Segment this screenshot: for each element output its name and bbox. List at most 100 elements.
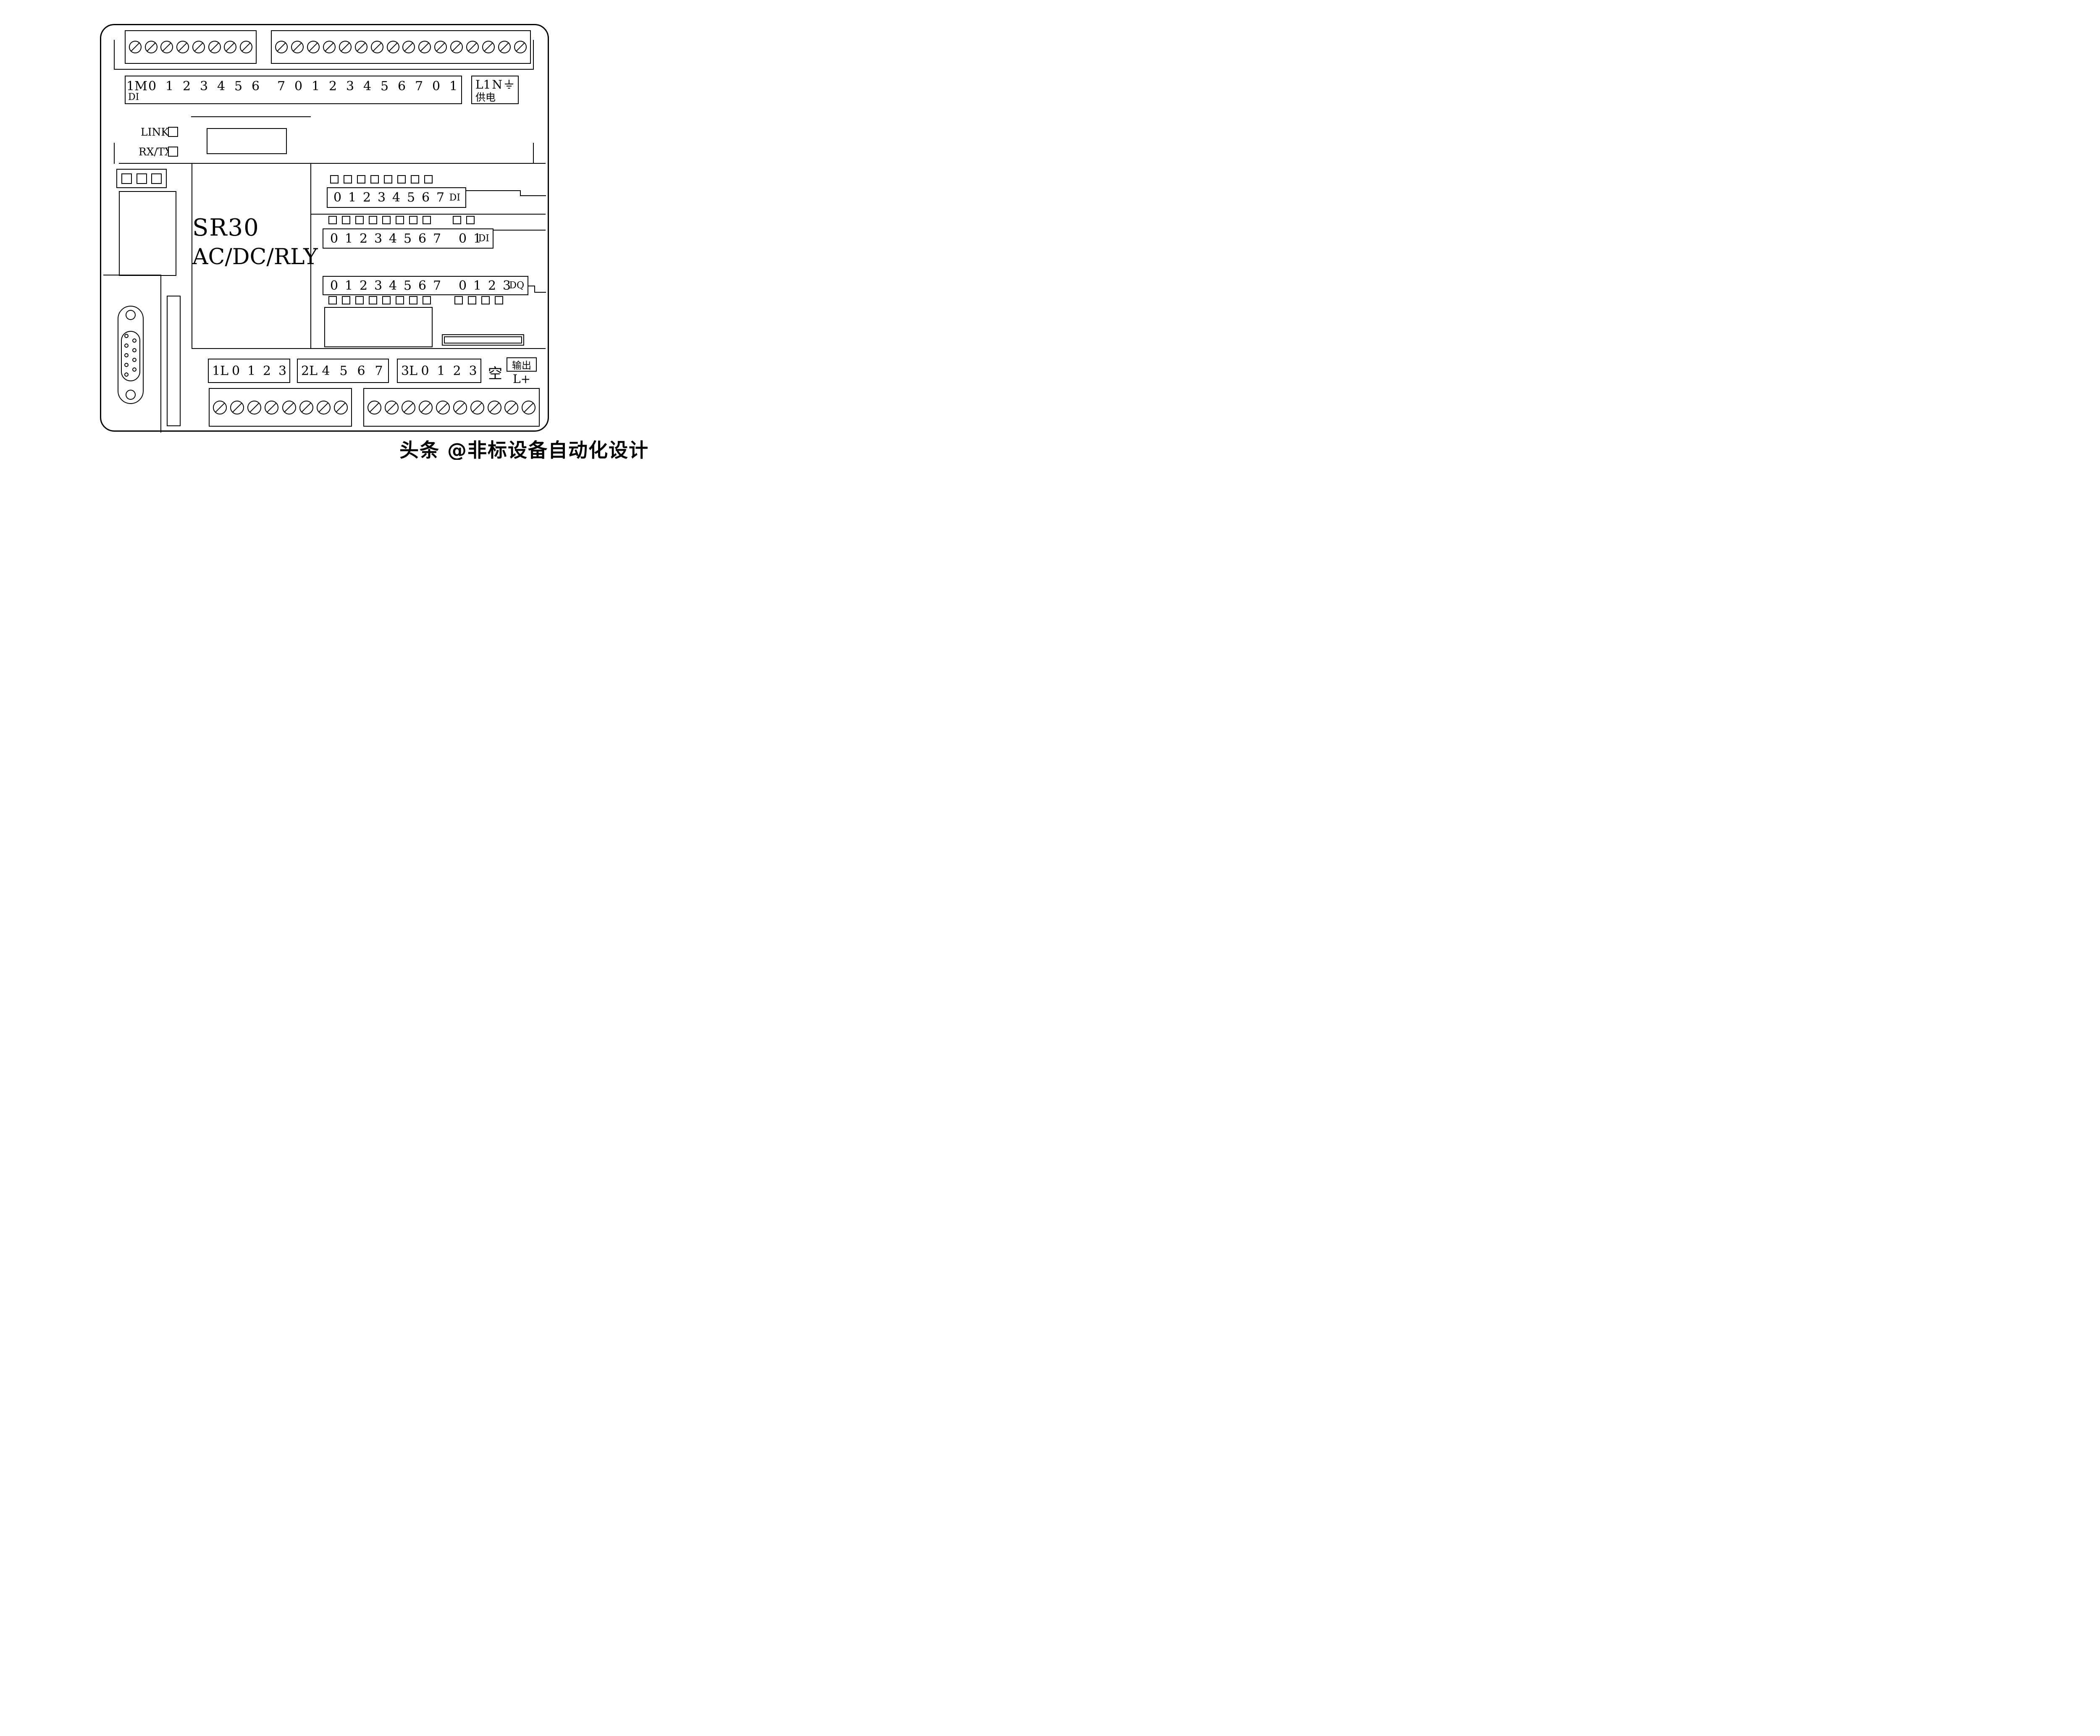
module-divider-line (310, 214, 546, 215)
screw-terminal (282, 400, 296, 414)
display-window (207, 128, 287, 154)
l1-terminal-label: L1 (475, 78, 491, 92)
terminal-label: 6 (418, 278, 427, 293)
di-tag: DI (478, 233, 489, 244)
led-indicator (382, 296, 391, 304)
led-indicator (328, 216, 337, 224)
terminal-label: 7 (277, 79, 286, 94)
terminal-label: 4 (322, 363, 330, 378)
dq-bank-leds-ext (454, 296, 503, 304)
power-input-label-box: L1 N 供电 (471, 76, 519, 104)
case-step-line (534, 292, 546, 293)
terminal-block-top-right (271, 30, 531, 64)
terminal-label: 6 (357, 363, 365, 378)
terminal-label: 2 (362, 190, 371, 205)
case-step-line (520, 190, 521, 196)
db9-pin-area (121, 331, 140, 381)
card-slot-inner (444, 336, 522, 344)
screw-terminal (522, 400, 536, 414)
screw-terminal (213, 400, 227, 414)
led-indicator (396, 216, 404, 224)
expansion-recess (324, 307, 433, 347)
case-step-line (520, 195, 546, 196)
terminal-label: 0 (148, 79, 157, 94)
db9-pin (124, 363, 129, 367)
watermark: 头条 @非标设备自动化设计 (399, 439, 649, 460)
di-section-tag: DI (128, 92, 139, 102)
terminal-label: 4 (392, 190, 401, 205)
terminal-label: 6 (251, 79, 260, 94)
led-indicator (454, 296, 463, 304)
led-indicator (328, 296, 337, 304)
terminal-label: 3 (200, 79, 208, 94)
screw-terminal (487, 400, 501, 414)
terminal-label: 3 (278, 363, 287, 378)
led-indicator (495, 296, 503, 304)
terminal-label: 0 (330, 231, 339, 246)
case-edge-line (114, 69, 534, 70)
terminal-label: 0 (294, 79, 303, 94)
terminal-label: 2 (453, 363, 461, 378)
screw-hole-icon (126, 310, 136, 320)
led-indicator (453, 216, 461, 224)
led-indicator (151, 173, 162, 184)
terminal-label: 3 (374, 231, 383, 246)
screw-terminal (291, 41, 304, 53)
terminal-label: 1 (311, 79, 320, 94)
dq-bank-leds-main (328, 296, 431, 304)
card-slot (442, 334, 524, 346)
led-indicator (369, 296, 377, 304)
led-indicator (357, 175, 365, 184)
case-step-line (534, 286, 535, 293)
terminal-label: 1 (473, 278, 482, 293)
terminal-label: 3 (469, 363, 477, 378)
module-divider-line (310, 163, 311, 349)
led-indicator (397, 175, 406, 184)
led-indicator (466, 216, 475, 224)
screw-hole-icon (126, 390, 136, 400)
terminal-label: 3 (374, 278, 383, 293)
db9-pin (124, 353, 129, 357)
led-indicator (409, 216, 417, 224)
screw-terminal (333, 400, 348, 414)
case-edge-line (533, 143, 534, 164)
di-bank2-leds-main (328, 216, 431, 224)
screw-terminal (466, 41, 479, 53)
screw-terminal (208, 41, 221, 53)
terminal-label: 7 (415, 79, 423, 94)
screw-terminal (299, 400, 313, 414)
terminal-label: 4 (388, 231, 397, 246)
screw-terminal (192, 41, 205, 53)
screw-terminal (230, 400, 244, 414)
terminal-label: 3 (502, 278, 511, 293)
screw-terminal (514, 41, 527, 53)
rxtx-led (168, 147, 178, 157)
led-indicator (468, 296, 476, 304)
led-indicator (384, 175, 392, 184)
case-step-line (466, 190, 521, 191)
terminal-label: 1 (165, 79, 174, 94)
terminal-label: 5 (403, 278, 412, 293)
common-terminal-label: 2L (301, 363, 318, 378)
terminal-label: 7 (436, 190, 445, 205)
terminal-label: 4 (388, 278, 397, 293)
terminal-block-bottom-right (363, 388, 540, 427)
screw-terminal (224, 41, 237, 53)
terminal-label: 2 (182, 79, 191, 94)
terminal-label: 1M (126, 79, 147, 94)
panel-line (191, 116, 311, 117)
screw-terminal (482, 41, 495, 53)
model-name: SR30 (192, 214, 260, 241)
screw-terminal (339, 41, 352, 53)
terminal-label: 0 (333, 190, 342, 205)
led-indicator (409, 296, 417, 304)
db9-pin (132, 367, 136, 372)
led-access-door (119, 191, 176, 276)
terminal-label: 0 (432, 79, 441, 94)
db9-pin (132, 358, 136, 362)
